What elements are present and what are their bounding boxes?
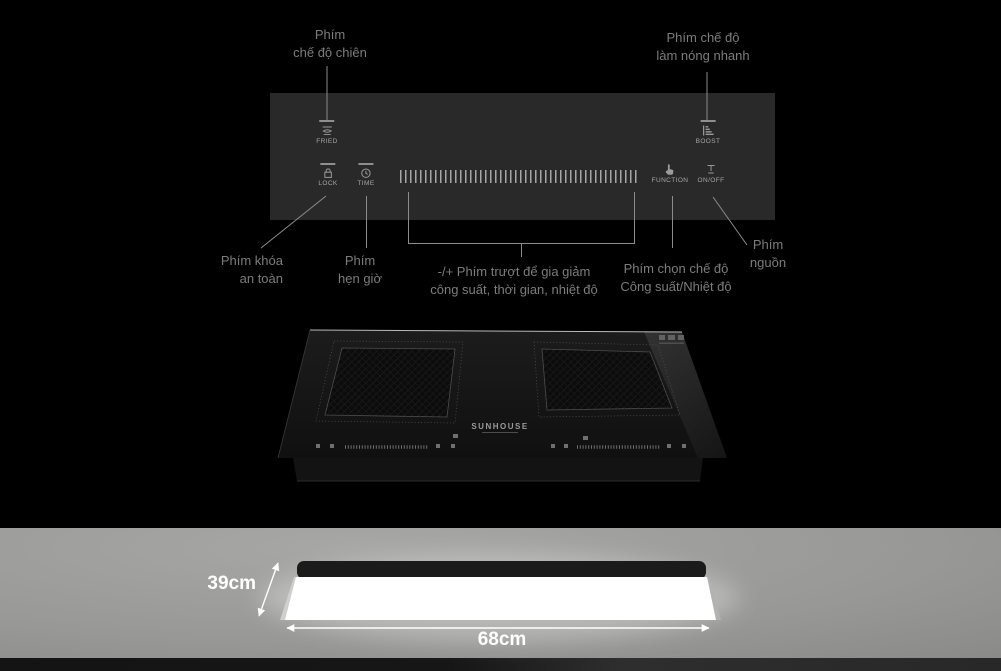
glass-reflection (644, 332, 727, 458)
clock-icon (361, 168, 371, 178)
padlock-icon (324, 167, 332, 178)
lock-label: LOCK (318, 179, 338, 187)
boost-button[interactable]: BOOST (696, 120, 721, 145)
boost-bars-icon (702, 125, 714, 135)
time-button[interactable]: TIME (357, 163, 374, 187)
front-body (285, 577, 716, 620)
annotation-line: an toàn (239, 271, 283, 286)
annotation-slider: -/+ Phím trượt để gia giảm công suất, th… (430, 263, 598, 299)
annotation-line: nguồn (749, 255, 787, 270)
boost-label: BOOST (695, 137, 721, 145)
annotation-line: công suất, thời gian, nhiệt độ (430, 282, 598, 297)
power-slider[interactable] (400, 170, 640, 183)
depth-dimension-label: 39cm (207, 573, 256, 594)
annotation-line: làm nóng nhanh (656, 48, 750, 63)
fried-button[interactable]: FRIED (316, 120, 338, 145)
cooktop-front-view (257, 554, 740, 642)
annotation-mode: Phím chọn chế độ Công suất/Nhiệt độ (620, 260, 731, 296)
brand-logo: SUNHOUSE (471, 422, 528, 431)
annotation-line: chế độ chiên (293, 45, 367, 60)
annotation-timer: Phím hẹn giờ (338, 252, 382, 288)
pan-icon (322, 126, 332, 135)
annotation-boost: Phím chế độ làm nóng nhanh (656, 29, 749, 65)
annotation-line: Phím (752, 237, 784, 252)
touch-line (700, 120, 716, 122)
annotation-line: Phím khóa (220, 253, 283, 268)
depth-arrow (257, 562, 280, 617)
annotation-line: -/+ Phím trượt để gia giảm (437, 264, 591, 279)
annotation-lock: Phím khóa an toàn (203, 252, 283, 288)
left-chamfer (280, 577, 297, 620)
annotation-line: Công suất/Nhiệt độ (620, 279, 732, 294)
cooktop-base (293, 458, 703, 481)
certification-marks (659, 335, 684, 344)
width-dimension-label: 68cm (477, 629, 527, 650)
right-chamfer (706, 577, 721, 620)
annotation-line: Phím (344, 253, 376, 268)
annotation-line: Phím chế độ (666, 30, 740, 45)
function-button[interactable]: FUNCTION (652, 163, 689, 184)
brand-subline (482, 432, 518, 433)
glass-top-edge (309, 329, 683, 333)
annotation-fried: Phím chế độ chiên (293, 26, 367, 62)
power-icon (707, 165, 715, 174)
lock-button[interactable]: LOCK (318, 163, 337, 187)
time-label: TIME (357, 179, 375, 187)
cooktop-controls (316, 434, 686, 449)
onoff-label: ON/OFF (697, 177, 725, 184)
fried-label: FRIED (316, 137, 338, 145)
hand-icon (666, 164, 674, 175)
front-top-band (297, 561, 706, 579)
annotation-line: Phím (314, 27, 346, 42)
touch-line (320, 163, 336, 165)
onoff-button[interactable]: ON/OFF (698, 163, 725, 184)
annotation-line: Phím chọn chế độ (623, 261, 729, 276)
touch-line (358, 163, 374, 165)
bottom-band (0, 658, 1001, 671)
cooktop-render: SUNHOUSE (277, 329, 727, 482)
annotation-line: hẹn giờ (338, 271, 382, 286)
annotation-power: Phím nguồn (750, 236, 786, 272)
control-panel (270, 93, 775, 220)
touch-line (319, 120, 335, 122)
function-label: FUNCTION (651, 177, 689, 184)
